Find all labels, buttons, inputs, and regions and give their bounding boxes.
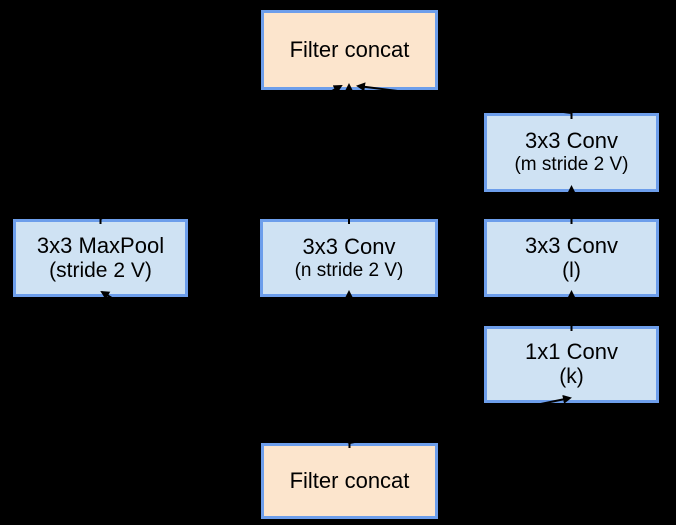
node-label: 3x3 Conv: [525, 232, 618, 258]
node-sublabel: (n stride 2 V): [294, 259, 404, 281]
node-3x3-conv-m: 3x3 Conv (m stride 2 V): [484, 113, 659, 192]
node-sublabel: (l): [562, 258, 581, 282]
node-label: 3x3 Conv: [525, 128, 618, 154]
arrow-maxpool-to-top-concat: [99, 85, 343, 224]
node-label: Filter concat: [289, 37, 410, 63]
node-label: 3x3 Conv: [302, 233, 396, 259]
node-filter-concat-top: Filter concat: [261, 10, 438, 90]
node-3x3-conv-l: 3x3 Conv (l): [484, 219, 659, 297]
node-3x3-maxpool: 3x3 MaxPool (stride 2 V): [13, 219, 188, 297]
node-sublabel: (m stride 2 V): [514, 154, 629, 176]
arrow-bottom-concat-to-conv-k: [348, 394, 572, 448]
node-1x1-conv-k: 1x1 Conv (k): [484, 326, 659, 403]
node-label: 1x1 Conv: [525, 339, 618, 365]
node-sublabel: (stride 2 V): [49, 258, 152, 282]
node-3x3-conv-n: 3x3 Conv (n stride 2 V): [260, 219, 438, 297]
node-filter-concat-bottom: Filter concat: [261, 443, 438, 519]
node-label: Filter concat: [289, 468, 410, 494]
node-label: 3x3 MaxPool: [36, 232, 165, 258]
arrow-bottom-concat-to-conv-n: [344, 290, 354, 448]
arrow-bottom-concat-to-maxpool: [100, 290, 351, 448]
node-sublabel: (k): [559, 365, 584, 389]
